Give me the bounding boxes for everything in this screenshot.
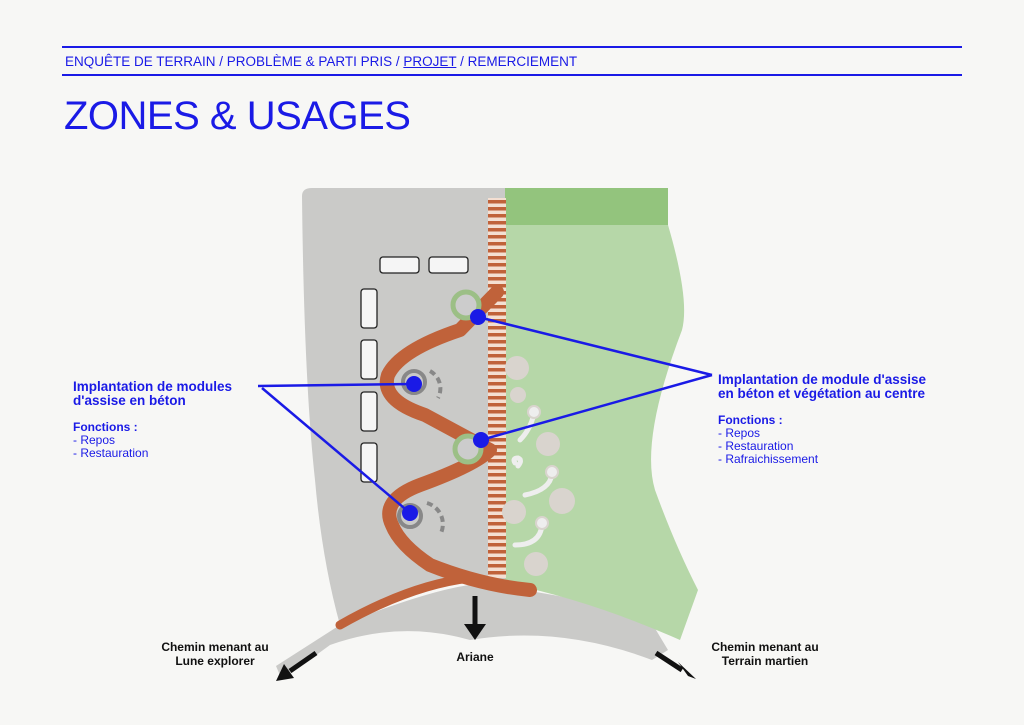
- hatch-stripe: [488, 473, 506, 477]
- lower-path-left: [276, 585, 470, 680]
- hatch-stripe: [488, 235, 506, 239]
- callout-left-function: - Repos: [73, 433, 116, 447]
- hatch-stripe: [488, 410, 506, 414]
- callout-lines: [257, 315, 713, 514]
- breadcrumb-nav: ENQUÊTE DE TERRAIN / PROBLÈME & PARTI PR…: [65, 54, 577, 69]
- hatch-stripe: [488, 207, 506, 211]
- hatch-stripe: [488, 543, 506, 547]
- hatch-stripe: [488, 564, 506, 568]
- hatch-stripe: [488, 347, 506, 351]
- hatch-stripe: [488, 459, 506, 463]
- hatch-stripe: [488, 312, 506, 316]
- nav-separator: /: [219, 54, 227, 69]
- nav-separator: /: [392, 54, 404, 69]
- hatch-stripe: [488, 403, 506, 407]
- path-label-right: Chemin menant au Terrain martien: [700, 640, 830, 668]
- nav-item-projet[interactable]: PROJET: [403, 54, 457, 69]
- hatch-stripe: [488, 424, 506, 428]
- callout-left: Implantation de modules d'assise en béto…: [73, 380, 263, 460]
- hatch-stripe: [488, 200, 506, 204]
- hatch-stripe: [488, 557, 506, 561]
- callout-right-heading-2: en béton et végétation au centre: [718, 386, 926, 401]
- path-label-center-line: Ariane: [456, 650, 494, 664]
- grass-strip-top: [505, 188, 668, 225]
- sprinkler-icon: [527, 405, 559, 530]
- lower-curve-path: [335, 573, 475, 630]
- hatch-stripe: [488, 522, 506, 526]
- hatch-stripe: [488, 305, 506, 309]
- tree-icon: [502, 356, 575, 576]
- hatch-stripe: [488, 354, 506, 358]
- callout-right-function: - Repos: [718, 426, 761, 440]
- hatch-stripe: [488, 249, 506, 253]
- hatch-stripe: [488, 340, 506, 344]
- nav-item-remerciement[interactable]: REMERCIEMENT: [467, 54, 578, 69]
- callout-right: Implantation de module d'assise en béton…: [718, 373, 958, 466]
- hatch-stripe: [488, 438, 506, 442]
- hatch-stripe: [488, 529, 506, 533]
- hatch-stripe: [488, 480, 506, 484]
- hatch-stripe: [488, 389, 506, 393]
- zigzag-path: [379, 285, 537, 597]
- hatch-stripe: [488, 221, 506, 225]
- callout-left-function: - Restauration: [73, 446, 149, 460]
- lower-path-right: [470, 585, 668, 660]
- hatch-stripe: [488, 382, 506, 386]
- callout-right-functions-title: Fonctions :: [718, 413, 783, 427]
- hatch-stripe: [488, 494, 506, 498]
- hatch-stripe: [488, 228, 506, 232]
- hatch-stripe: [488, 270, 506, 274]
- callout-right-function: - Rafraichissement: [718, 452, 819, 466]
- hatch-stripe: [488, 256, 506, 260]
- arrow-icon: [276, 596, 696, 681]
- hatch-stripe: [488, 368, 506, 372]
- hatch-stripe: [488, 277, 506, 281]
- car-icon: [360, 256, 469, 483]
- hatch-stripe: [488, 466, 506, 470]
- path-label-right-line: Terrain martien: [721, 654, 809, 668]
- hatch-stripe: [488, 550, 506, 554]
- hatch-stripe: [488, 571, 506, 575]
- path-label-center: Ariane: [435, 650, 515, 664]
- hatch-stripe: [488, 515, 506, 519]
- hatch-stripe: [488, 326, 506, 330]
- hatch-stripe: [488, 361, 506, 365]
- hatched-boundary: [488, 198, 506, 578]
- hatch-stripe: [488, 214, 506, 218]
- hatch-stripe: [488, 396, 506, 400]
- hatch-stripe: [488, 333, 506, 337]
- callout-right-function: - Restauration: [718, 439, 794, 453]
- nav-item-probleme[interactable]: PROBLÈME & PARTI PRIS: [226, 54, 393, 69]
- nav-item-enquete[interactable]: ENQUÊTE DE TERRAIN: [65, 54, 220, 69]
- path-label-left: Chemin menant au Lune explorer: [150, 640, 280, 668]
- callout-dot: [402, 309, 489, 521]
- callout-left-heading-1: Implantation de modules: [73, 379, 233, 394]
- path-label-right-line: Chemin menant au: [711, 640, 819, 654]
- hatch-stripe: [488, 417, 506, 421]
- hatch-stripe: [488, 445, 506, 449]
- hatch-stripe: [488, 487, 506, 491]
- bottom-rule: [62, 74, 962, 76]
- hatch-stripe: [488, 431, 506, 435]
- hatch-stripe: [488, 452, 506, 456]
- hatch-stripe: [488, 501, 506, 505]
- nav-separator: /: [456, 54, 468, 69]
- callout-right-heading-1: Implantation de module d'assise: [718, 372, 927, 387]
- grass-area: [505, 188, 698, 640]
- path-label-left-line: Chemin menant au: [161, 640, 269, 654]
- top-rule: [62, 46, 962, 48]
- callout-left-heading-2: d'assise en béton: [73, 393, 186, 408]
- path-label-left-line: Lune explorer: [175, 654, 255, 668]
- hatch-stripe: [488, 375, 506, 379]
- hatch-stripe: [488, 263, 506, 267]
- hatch-stripe: [488, 508, 506, 512]
- hatch-stripe: [488, 536, 506, 540]
- callout-left-functions-title: Fonctions :: [73, 420, 138, 434]
- page-title: ZONES & USAGES: [64, 94, 411, 138]
- hatch-stripe: [488, 242, 506, 246]
